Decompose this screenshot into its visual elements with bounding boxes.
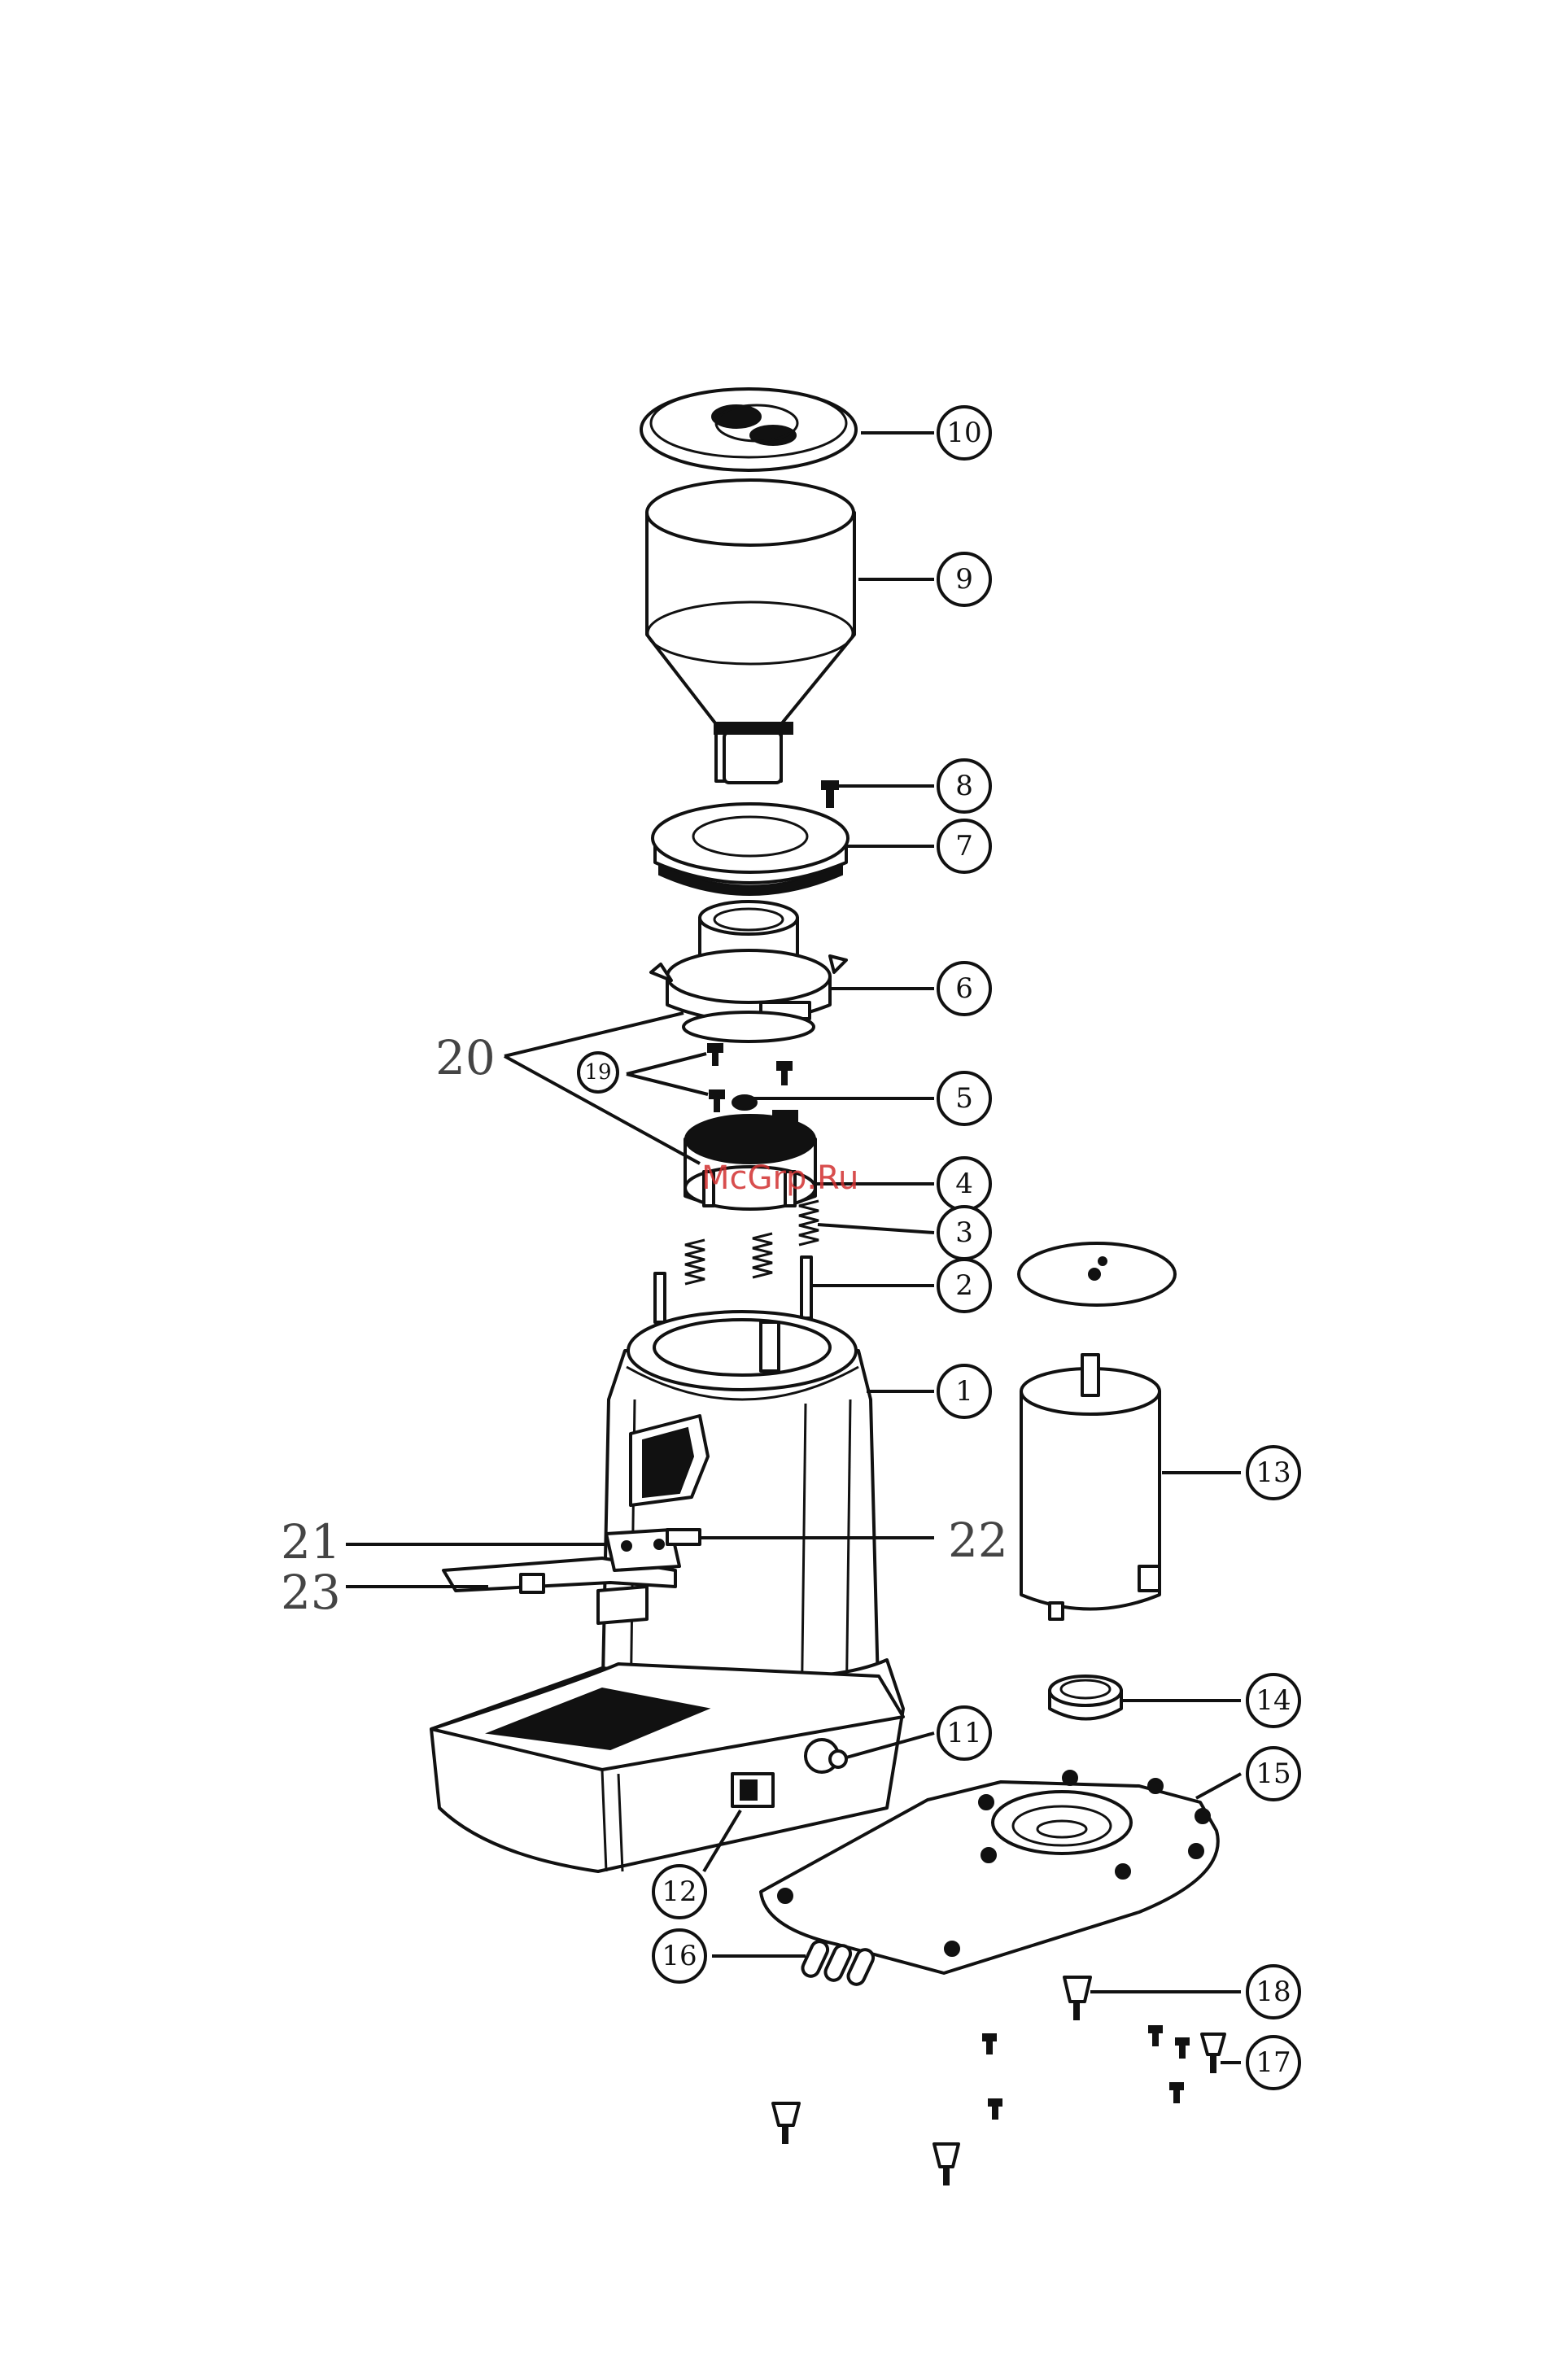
callout-17: 17: [1247, 2037, 1299, 2089]
base-screws: [983, 2026, 1189, 2119]
callout-label: 4: [955, 1168, 973, 1200]
screws-part-19: [708, 1044, 724, 1111]
bearing-ring: [1050, 1676, 1121, 1719]
callout-15: 15: [1247, 1748, 1299, 1800]
callout-label: 11: [946, 1717, 981, 1749]
callout-6: 6: [938, 963, 990, 1015]
callout-label: 1: [955, 1375, 973, 1408]
callout-8: 8: [938, 760, 990, 812]
callout-13: 13: [1247, 1447, 1299, 1499]
callout-7: 7: [938, 820, 990, 872]
callout-label: 3: [955, 1216, 973, 1249]
callout-5: 5: [938, 1072, 990, 1124]
callout-19: 19: [579, 1053, 618, 1092]
callout-label: 8: [955, 770, 973, 802]
callout-label: 2: [955, 1269, 973, 1302]
watermark: McGrp.Ru: [701, 1159, 858, 1197]
callout-16: 16: [653, 1930, 705, 1982]
hopper-lid: [641, 389, 856, 470]
rubber-feet: [773, 1977, 1225, 2185]
label-22: 22: [948, 1513, 1008, 1568]
adjustment-ring: [653, 804, 848, 895]
label-23: 23: [281, 1565, 341, 1620]
callout-label: 14: [1256, 1684, 1291, 1717]
upper-burr-carrier: [651, 902, 846, 1041]
callout-1: 1: [938, 1365, 990, 1417]
callout-label: 6: [955, 972, 973, 1005]
callout-label: 19: [584, 1060, 611, 1085]
callout-label: 13: [1256, 1456, 1291, 1489]
callout-2: 2: [938, 1260, 990, 1312]
callout-label: 9: [955, 563, 973, 596]
callout-label: 12: [662, 1875, 697, 1908]
motor: [1021, 1355, 1160, 1619]
callout-14: 14: [1247, 1675, 1299, 1727]
callout-9: 9: [938, 553, 990, 605]
springs: [685, 1201, 819, 1284]
motor-top-plate: [1019, 1243, 1175, 1305]
callout-12: 12: [653, 1866, 705, 1918]
hopper: [647, 480, 854, 783]
callout-label: 5: [955, 1082, 973, 1115]
label-21: 21: [281, 1514, 341, 1570]
screw-part-5: [732, 1062, 792, 1110]
callout-label: 16: [662, 1940, 697, 1972]
grinder-base: [431, 1660, 903, 1871]
callout-10: 10: [938, 407, 990, 459]
callout-3: 3: [938, 1207, 990, 1259]
callout-label: 15: [1256, 1758, 1291, 1790]
callout-label: 18: [1256, 1976, 1291, 2008]
callout-18: 18: [1247, 1966, 1299, 2018]
callout-4: 4: [938, 1158, 990, 1210]
callout-label: 10: [946, 417, 981, 449]
callout-11: 11: [938, 1707, 990, 1759]
screw-part-8: [822, 781, 838, 807]
label-20: 20: [435, 1030, 496, 1085]
callout-label: 7: [955, 830, 973, 862]
callout-label: 17: [1256, 2046, 1291, 2079]
